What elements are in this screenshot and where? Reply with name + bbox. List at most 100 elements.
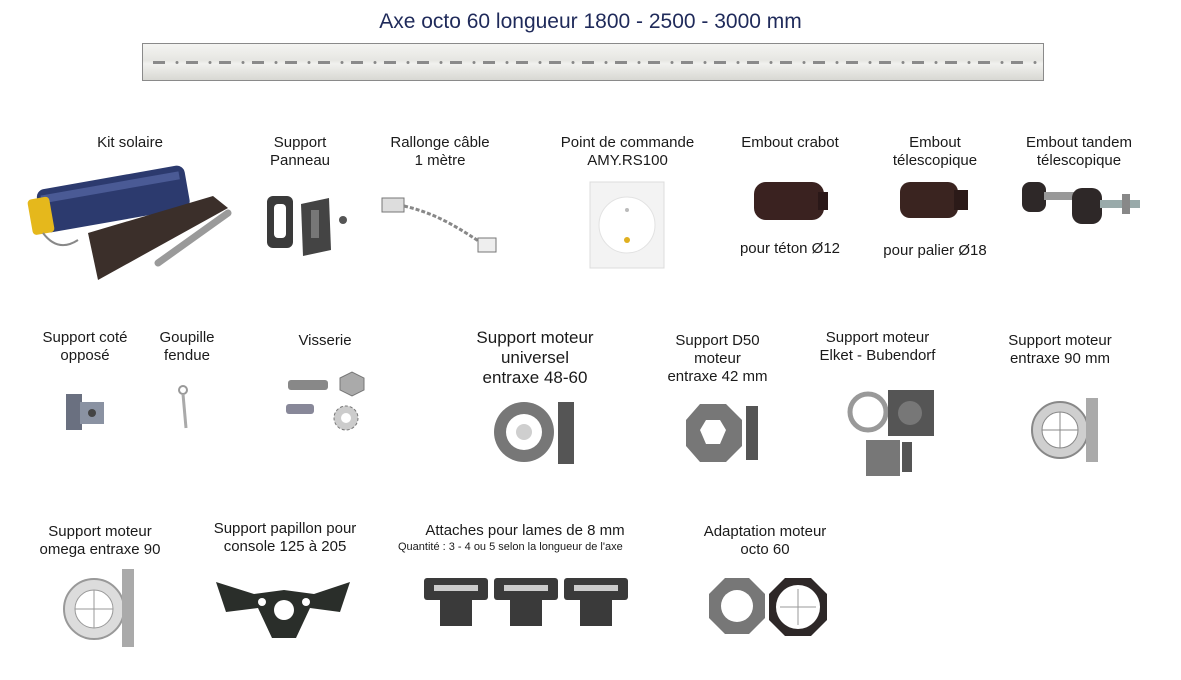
support-elket-line1: Support moteur [825,329,930,346]
axe-hole [967,61,971,64]
axe-slot [417,61,429,64]
axe-slot [285,61,297,64]
axe-hole [340,61,344,64]
adaptation-image [709,578,827,636]
embout-telescopique-line1: Embout [909,134,961,151]
axe-slot [846,61,858,64]
axe-slot [516,61,528,64]
axe-slot [384,61,396,64]
attaches-label: Attaches pour lames de 8 mm [425,522,625,539]
embout-crabot-caption: pour téton Ø12 [739,240,841,257]
axe-hole [274,61,278,64]
axe-hole [901,61,905,64]
axe-slot [549,61,561,64]
axe-hole [208,61,212,64]
axe-hole [1000,61,1004,64]
axe-hole [241,61,245,64]
support-universel-line1: Support moteur [476,328,594,347]
visserie-image [286,371,365,431]
adaptation-line1: Adaptation moteur [703,523,827,540]
axe-hole [802,61,806,64]
goupille-line2: fendue [164,347,210,364]
axe-slot [1011,61,1023,64]
attaches-image [424,578,628,626]
axe-slot [615,61,627,64]
axe-slot [318,61,330,64]
rallonge-line1: Rallonge câble [390,134,490,151]
support-elket-line2: Elket - Bubendorf [819,347,936,364]
support-omega-line2: omega entraxe 90 [39,541,161,558]
embout-tandem-image [1022,182,1140,224]
support-oppose-image [66,394,104,430]
axe-slot [219,61,231,64]
support-d50-line1: Support D50 [675,332,760,349]
axe-slot [153,61,165,64]
axe-octo-image [142,43,1044,81]
axe-hole [868,61,872,64]
rallonge-line2: 1 mètre [414,152,466,169]
axe-hole [604,61,608,64]
support-universel-line2: universel [500,348,570,367]
attaches-note: Quantité : 3 - 4 ou 5 selon la longueur … [398,541,623,553]
axe-slot [945,61,957,64]
axe-slot [582,61,594,64]
point-commande-line2: AMY.RS100 [587,152,668,169]
support-90-line1: Support moteur [1008,332,1112,349]
axe-slot [813,61,825,64]
embout-tandem-line2: télescopique [1036,152,1122,169]
axe-hole [505,61,509,64]
axe-hole [373,61,377,64]
support-panneau-line1: Support [273,134,327,151]
embout-telescopique-caption: pour palier Ø18 [883,242,987,259]
axe-hole [307,61,311,64]
axe-hole [472,61,476,64]
support-papillon-image [216,582,350,638]
axe-hole [736,61,740,64]
axe-slot [648,61,660,64]
support-universel-line3: entraxe 48-60 [482,368,588,387]
axe-hole [835,61,839,64]
axe-slot [681,61,693,64]
embout-crabot-label: Embout crabot [741,134,839,151]
rallonge-image [381,197,497,253]
support-omega-line1: Support moteur [48,523,152,540]
axe-hole [934,61,938,64]
axe-hole [439,61,443,64]
axe-slot [252,61,264,64]
goupille-line1: Goupille [159,329,215,346]
support-90-line2: entraxe 90 mm [1009,350,1111,367]
axe-slot [879,61,891,64]
embout-telescopique-image [900,182,968,218]
axe-hole [175,61,179,64]
support-omega-image [63,569,134,647]
support-d50-line3: entraxe 42 mm [667,368,768,385]
visserie-label: Visserie [298,332,352,349]
axe-hole [769,61,773,64]
support-oppose-line2: opposé [60,347,110,364]
support-d50-image [686,404,758,462]
embout-telescopique-line2: télescopique [892,152,978,169]
point-commande-image [589,181,665,269]
point-commande-line1: Point de commande [560,134,695,151]
page-title: Axe octo 60 longueur 1800 - 2500 - 3000 … [379,10,802,33]
axe-hole [637,61,641,64]
axe-hole [406,61,410,64]
support-panneau-line2: Panneau [269,152,331,169]
kit-solaire-image [27,165,232,280]
axe-hole [670,61,674,64]
axe-hole [703,61,707,64]
axe-slot [351,61,363,64]
support-90-image [1031,398,1098,462]
support-papillon-line1: Support papillon pour [213,520,357,537]
axe-slot [186,61,198,64]
support-oppose-line1: Support coté [42,329,128,346]
axe-hole [1033,61,1037,64]
support-universel-image [494,402,574,464]
support-d50-line2: moteur [694,350,741,367]
axe-slot [747,61,759,64]
support-panneau-image [267,196,347,256]
kit-solaire-label: Kit solaire [97,134,163,151]
embout-tandem-line1: Embout tandem [1026,134,1132,151]
support-papillon-line2: console 125 à 205 [223,538,347,555]
goupille-image [178,385,188,429]
